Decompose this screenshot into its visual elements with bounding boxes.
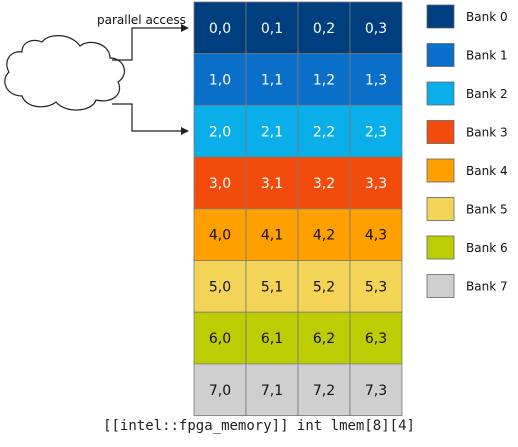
memory-cell [349,156,403,210]
memory-cell-label: 2,0 [209,124,231,140]
legend-item-bank-1: Bank 1 [426,43,508,67]
cloud-icon [4,35,126,111]
legend-label: Bank 1 [466,49,508,63]
memory-cell-label: 3,0 [209,176,231,192]
memory-cell [349,208,403,261]
memory-cell [193,208,247,261]
legend-label: Bank 6 [466,241,508,255]
memory-cell [349,363,403,416]
memory-cell [297,260,351,313]
memory-cell-label: 5,3 [365,279,387,295]
memory-cell [193,311,247,365]
parallel-access-label: parallel access [97,13,186,27]
memory-cell [297,1,351,55]
memory-cell [297,208,351,261]
memory-cell-label: 2,3 [365,124,387,140]
legend-swatch [426,158,455,183]
bank-row-0: 0,0 0,1 0,2 0,3 [193,1,403,55]
legend-swatch [426,43,455,67]
legend-swatch [426,235,455,260]
legend-label: Bank 5 [466,203,508,217]
memory-cell [193,363,247,416]
memory-cell-label: 2,1 [261,124,283,140]
memory-cell-label: 4,0 [209,228,231,244]
memory-cell-label: 1,0 [209,73,231,89]
memory-cell [245,156,299,210]
legend-item-bank-2: Bank 2 [426,81,508,106]
memory-cell-label: 3,3 [365,176,387,192]
memory-cell-label: 0,3 [365,21,387,37]
memory-cell-label: 0,2 [313,21,335,37]
memory-cell-label: 0,0 [209,21,231,37]
memory-cell-label: 7,0 [209,383,231,399]
memory-cell-label: 5,2 [313,279,335,295]
legend-label: Bank 0 [466,10,508,24]
memory-cell [349,105,403,158]
memory-cell-label: 5,1 [261,279,283,295]
bank-row-1: 1,0 1,1 1,2 1,3 [193,53,403,106]
memory-cell [245,260,299,313]
memory-cell-label: 6,3 [365,331,387,347]
legend-item-bank-7: Bank 7 [426,274,508,298]
legend-label: Bank 7 [466,280,508,294]
memory-cell-label: 1,3 [365,73,387,89]
memory-cell-label: 4,1 [261,228,283,244]
legend-swatch [426,274,455,298]
legend-swatch [426,197,455,221]
memory-cell [245,208,299,261]
memory-cell [193,1,247,55]
bank-legend: Bank 0 Bank 1 Bank 2 Bank 3 Bank 4 Bank 5 Bank… [426,4,508,298]
legend-item-bank-5: Bank 5 [426,197,508,221]
declaration-caption: [[intel::fpga_memory]] int lmem[8][4] [103,418,415,434]
memory-cell-label: 1,2 [313,73,335,89]
bank-row-2: 2,0 2,1 2,2 2,3 [193,105,403,158]
memory-cell-label: 4,3 [365,228,387,244]
memory-cell-label: 6,1 [261,331,283,347]
memory-cell [245,53,299,106]
memory-cell [193,260,247,313]
memory-cell [297,363,351,416]
memory-cell [349,53,403,106]
memory-cell [349,260,403,313]
memory-cell-label: 2,2 [313,124,335,140]
memory-cell-label: 7,2 [313,383,335,399]
legend-swatch [426,4,455,29]
memory-cell-label: 5,0 [209,279,231,295]
memory-cell [349,311,403,365]
memory-cell-label: 6,0 [209,331,231,347]
legend-label: Bank 4 [466,164,508,178]
memory-cell [245,105,299,158]
access-arrow-row-2 [112,103,189,135]
memory-cell-label: 3,2 [313,176,335,192]
bank-row-7: 7,0 7,1 7,2 7,3 [193,363,403,416]
memory-cell-label: 7,1 [261,383,283,399]
bank-row-4: 4,0 4,1 4,2 4,3 [193,208,403,261]
legend-swatch [426,120,455,144]
memory-cell-label: 3,1 [261,176,283,192]
memory-cell-label: 6,2 [313,331,335,347]
legend-label: Bank 2 [466,87,508,101]
access-arrow-row-0 [112,24,189,61]
legend-item-bank-4: Bank 4 [426,158,508,183]
legend-item-bank-0: Bank 0 [426,4,508,29]
memory-cell [245,1,299,55]
bank-row-3: 3,0 3,1 3,2 3,3 [193,156,403,210]
legend-swatch [426,81,455,106]
legend-item-bank-6: Bank 6 [426,235,508,260]
memory-cell [297,311,351,365]
memory-cell-label: 1,1 [261,73,283,89]
memory-cell-label: 7,3 [365,383,387,399]
bank-row-5: 5,0 5,1 5,2 5,3 [193,260,403,313]
memory-cell [349,1,403,55]
bank-row-6: 6,0 6,1 6,2 6,3 [193,311,403,365]
memory-cell-label: 0,1 [261,21,283,37]
memory-cell-label: 4,2 [313,228,335,244]
legend-item-bank-3: Bank 3 [426,120,508,144]
legend-label: Bank 3 [466,126,508,140]
